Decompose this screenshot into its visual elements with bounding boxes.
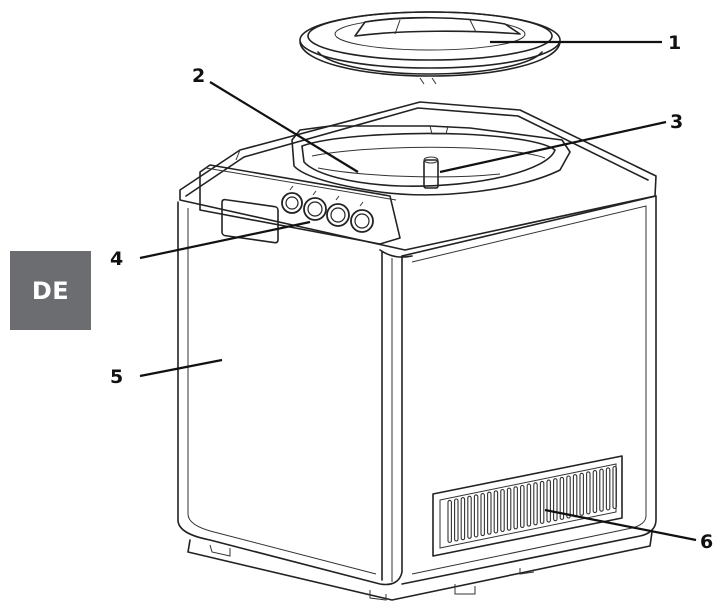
- callout-3: 3: [670, 111, 683, 133]
- callout-6: 6: [700, 531, 713, 553]
- control-panel: [199, 164, 401, 245]
- bowl: [291, 125, 571, 196]
- vent-slot: [467, 495, 472, 539]
- vent-slot: [487, 491, 492, 535]
- vent-slot: [506, 487, 512, 531]
- vent-slot: [599, 468, 604, 512]
- leader-lines: [139, 40, 697, 542]
- vent-slot: [454, 498, 459, 542]
- vent-slot: [500, 488, 505, 533]
- vent-slot: [520, 484, 525, 529]
- callout-5: 5: [110, 366, 123, 388]
- vent-grille: [432, 455, 623, 557]
- vent-slot: [592, 470, 598, 514]
- callout-1: 1: [668, 32, 681, 54]
- spindle: [423, 156, 439, 189]
- vent-slot: [493, 490, 499, 534]
- vent-slot: [539, 480, 545, 524]
- vent-slot: [546, 479, 551, 523]
- appliance-top: [179, 101, 657, 251]
- vent-slot: [579, 472, 584, 516]
- lid: [299, 11, 561, 85]
- vent-slot: [460, 497, 466, 541]
- vent-slot: [612, 465, 617, 510]
- vent-slot: [572, 474, 578, 518]
- callout-labels: 1 2 3 4 5 6: [110, 32, 713, 553]
- vent-slot: [513, 486, 518, 530]
- vent-slot: [586, 471, 591, 515]
- vent-slot: [526, 483, 532, 527]
- language-tab-de: DE: [10, 251, 91, 330]
- vent-slot: [447, 499, 452, 543]
- vent-slot: [533, 482, 538, 526]
- vent-slot: [553, 478, 558, 522]
- callout-4: 4: [110, 248, 123, 270]
- display-screen: [221, 198, 279, 244]
- vent-slot: [605, 467, 611, 511]
- callout-2: 2: [192, 65, 205, 87]
- vent-slot: [473, 494, 479, 538]
- vent-slot: [566, 475, 571, 519]
- control-buttons: [281, 185, 374, 233]
- language-tab-label: DE: [31, 276, 70, 305]
- vent-slot: [559, 476, 565, 520]
- housing: [177, 195, 657, 601]
- vent-slot: [480, 493, 485, 537]
